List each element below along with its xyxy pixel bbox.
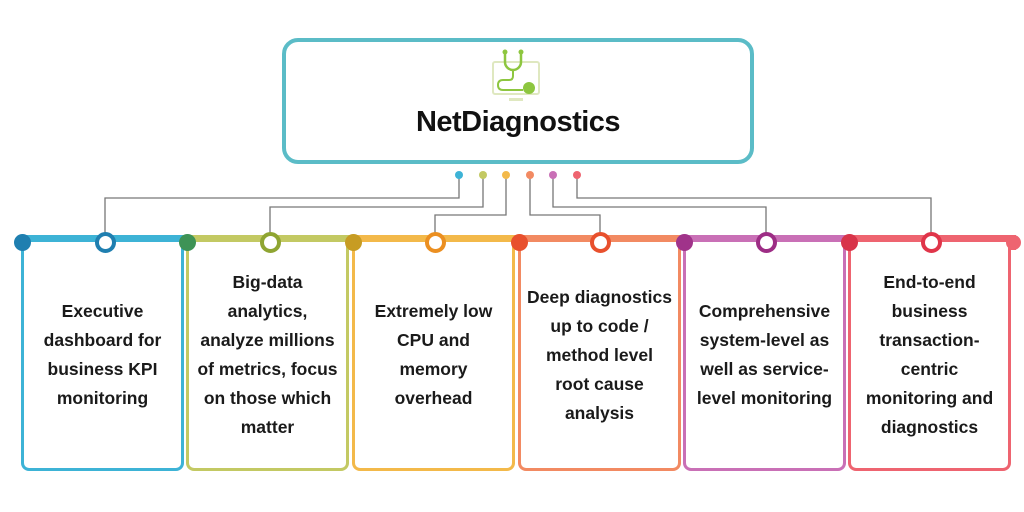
timeline-ring (921, 232, 942, 253)
feature-box: Deep diagnostics up to code / method lev… (518, 242, 681, 471)
feature-label: Extremely low CPU and memory overhead (374, 301, 493, 408)
connector-dot (573, 171, 581, 179)
timeline-node (511, 234, 528, 251)
feature-label: Big-data analytics, analyze millions of … (197, 272, 338, 437)
feature-box: Executive dashboard for business KPI mon… (21, 242, 184, 471)
stethoscope-monitor-icon (492, 49, 540, 101)
feature-label: Comprehensive system-level as well as se… (696, 301, 833, 408)
timeline-ring (260, 232, 281, 253)
connector-dot (455, 171, 463, 179)
timeline-node (179, 234, 196, 251)
header-box: NetDiagnostics (282, 38, 754, 164)
feature-box: Extremely low CPU and memory overhead (352, 242, 515, 471)
timeline-end (1006, 235, 1021, 250)
connector-dot (549, 171, 557, 179)
feature-box: End-to-end business transaction-centric … (848, 242, 1011, 471)
timeline-node (841, 234, 858, 251)
feature-label: Deep diagnostics up to code / method lev… (527, 286, 672, 423)
timeline-node (676, 234, 693, 251)
feature-label: Executive dashboard for business KPI mon… (43, 301, 162, 408)
timeline-ring (756, 232, 777, 253)
timeline-ring (590, 232, 611, 253)
timeline-ring (95, 232, 116, 253)
feature-box: Big-data analytics, analyze millions of … (186, 242, 349, 471)
feature-label: End-to-end business transaction-centric … (865, 272, 994, 437)
feature-box: Comprehensive system-level as well as se… (683, 242, 846, 471)
connector-dot (479, 171, 487, 179)
app-title: NetDiagnostics (415, 106, 621, 138)
timeline-node (14, 234, 31, 251)
timeline-ring (425, 232, 446, 253)
connector-dot (526, 171, 534, 179)
connector-dot (502, 171, 510, 179)
timeline-node (345, 234, 362, 251)
